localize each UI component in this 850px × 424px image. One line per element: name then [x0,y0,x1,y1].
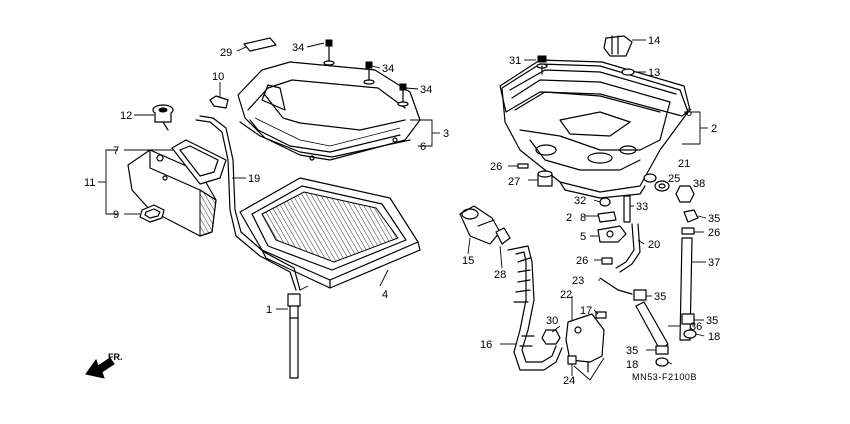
callout-5: 5 [580,231,586,243]
callout-3: 3 [443,128,449,140]
clip-26c [681,227,695,235]
callout-10: 10 [212,71,224,83]
callout-32: 32 [574,195,586,207]
callout-16: 16 [480,339,492,351]
grommet [139,204,165,223]
callout-35a: 35 [708,213,720,225]
callout-2b: 2 [566,212,572,224]
callout-11: 11 [84,177,95,189]
callout-17: 17 [580,305,592,317]
callout-33: 33 [636,201,648,213]
callout-23: 23 [572,275,584,287]
callout-30: 30 [546,315,558,327]
drain-hose-16 [507,245,563,371]
callout-26b: 26 [708,227,720,239]
air-cleaner-cover [237,61,421,161]
leader-lines [98,39,708,381]
tube-33 [623,195,631,223]
cover-gasket [239,121,411,158]
callout-22: 22 [560,289,572,301]
caution-label [243,37,277,52]
housing-gasket [499,59,691,117]
callout-34b: 34 [382,63,394,75]
callout-27: 27 [508,176,520,188]
callout-35d: 35 [626,345,638,357]
pipe-36 [635,301,669,351]
callout-13: 13 [648,67,660,79]
callout-14: 14 [648,35,660,47]
hose-23 [599,277,633,295]
callout-25: 25 [668,173,680,185]
callout-36: 36 [690,321,702,333]
callout-2a: 2 [711,123,717,135]
breather-valve [152,104,174,131]
callout-9: 9 [113,209,119,221]
callout-1: 1 [266,304,272,316]
bolt-31 [536,55,548,75]
drawing-code: MN53-F2100B [632,372,697,382]
front-label: FR. [108,352,123,362]
callout-15: 15 [462,255,474,267]
callout-34c: 34 [420,84,432,96]
clamp-21 [643,173,657,183]
callout-35b: 35 [654,291,666,303]
callout-12: 12 [120,110,132,122]
clip-17 [595,311,607,319]
hose-20 [615,223,635,269]
clip-26b [601,257,613,265]
nut-30 [541,329,561,345]
callout-37: 37 [708,257,720,269]
air-cleaner-housing [501,63,689,199]
clip-35a [683,209,699,223]
callout-7: 7 [113,145,119,157]
clip-35c [681,313,695,325]
intake-boot-15 [459,205,501,245]
callout-21: 21 [678,158,690,170]
grommet-25 [654,180,670,192]
callout-31: 31 [509,55,521,67]
clamp-28 [495,227,511,245]
callout-28: 28 [494,269,506,281]
cap-27 [537,170,553,187]
callout-24: 24 [563,375,575,387]
washer-13 [621,68,635,76]
hose-clip [209,95,229,109]
callout-38: 38 [693,178,705,190]
callout-19: 19 [248,173,260,185]
nut-38 [675,185,695,203]
clip-35b [633,289,647,301]
air-cleaner-element [239,177,421,289]
cap-18b [655,357,669,367]
cap-14 [603,35,633,57]
callout-26a: 26 [490,161,502,173]
callout-26c: 26 [576,255,588,267]
bolt-32 [599,197,611,207]
front-direction-arrow: FR. [85,352,123,379]
callout-numbers: 29 34 34 34 10 12 3 6 7 11 9 19 4 1 31 1… [84,35,720,387]
callout-4: 4 [382,289,388,301]
bolt-34-right [397,83,409,107]
gasket-8 [597,211,617,223]
clip-26a [517,163,529,169]
screw-24 [567,355,577,365]
callout-34a: 34 [292,42,304,54]
callout-35c: 35 [706,315,718,327]
breather-hose [195,119,297,291]
sensor-5 [597,225,627,243]
callout-6a: 6 [420,141,426,153]
callout-29: 29 [220,47,232,59]
callout-18a: 18 [708,331,720,343]
bolt-34-mid [363,61,375,85]
callout-8: 8 [580,212,586,224]
bolt-34-top [323,39,335,66]
callout-20: 20 [648,239,660,251]
callout-18b: 18 [626,359,638,371]
separator-22 [565,313,605,373]
drain-plug [287,285,309,379]
clip-35d [655,345,669,355]
callout-6b: 6 [686,107,692,119]
